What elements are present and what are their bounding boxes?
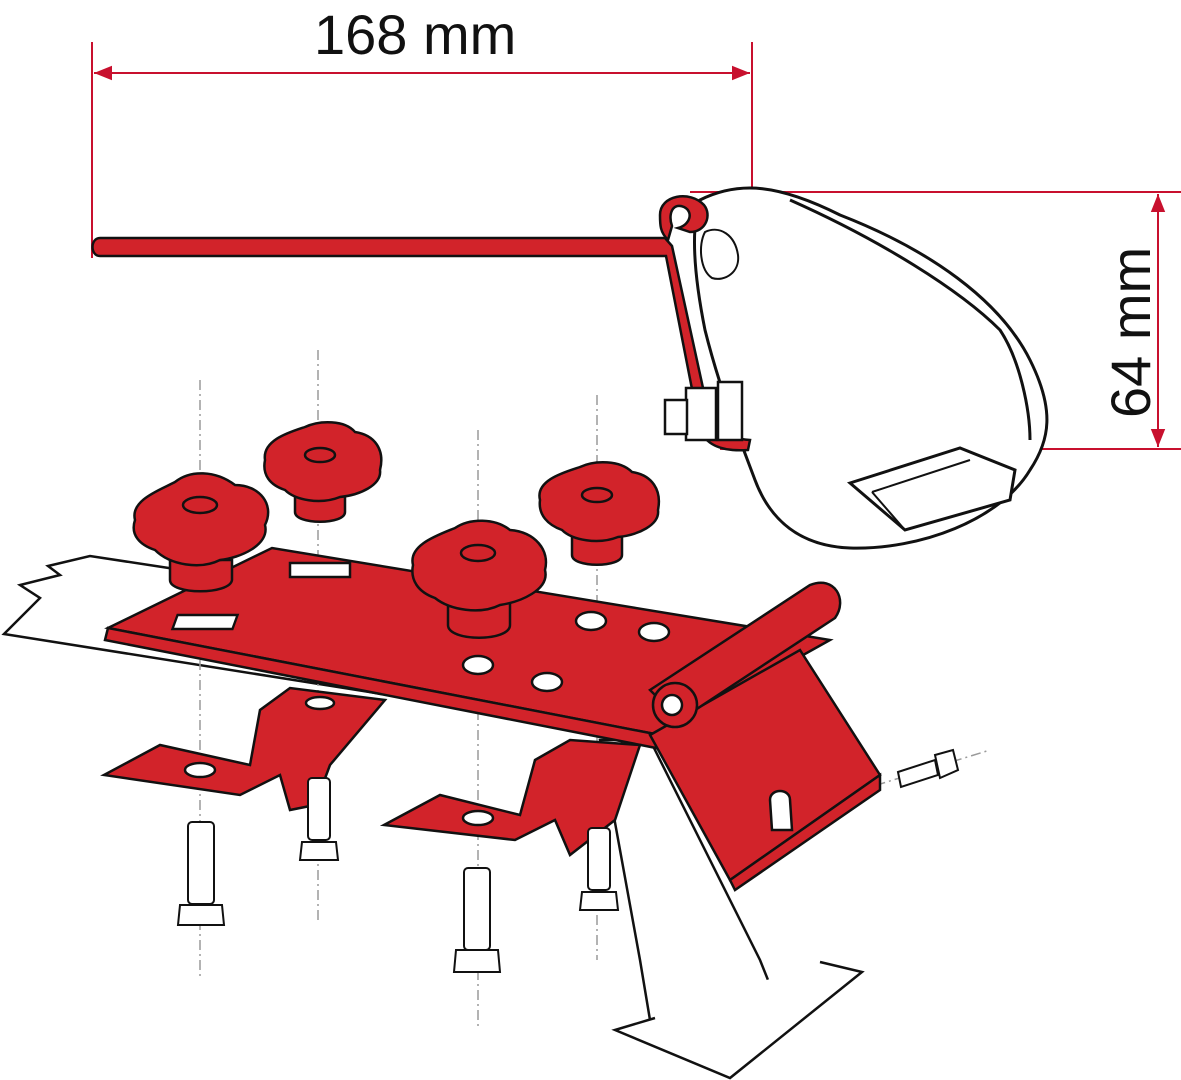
clamp-left [100,686,388,812]
hinge-bracket [648,581,882,892]
star-knob-1 [132,472,270,593]
mounting-plate [103,546,834,750]
height-dimension-label: 64 mm [1099,246,1162,418]
bolt-4 [578,827,620,911]
star-knob-4 [538,461,661,566]
awning-case-profile [693,186,1049,550]
star-knob-2 [263,421,383,523]
bolt-side [896,748,960,789]
star-knob-3 [411,519,548,639]
support-leg [598,738,865,1080]
width-dimension-label: 168 mm [314,3,517,66]
awning-rail [91,195,752,452]
bolt-1 [176,821,226,926]
bolt-2 [298,777,340,861]
clamp-right [379,738,642,857]
bolt-3 [452,867,502,973]
